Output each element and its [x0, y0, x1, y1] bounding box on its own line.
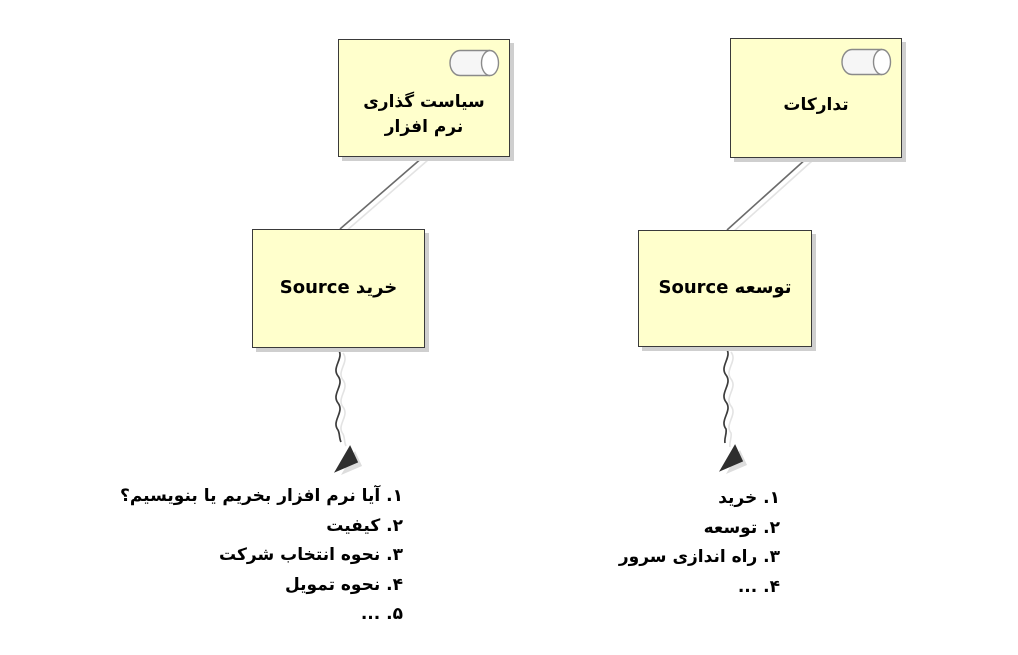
- node-buy-source[interactable]: خرید Source: [252, 229, 425, 348]
- list-item: ۳. راه اندازی سرور: [618, 547, 780, 567]
- node-develop-source[interactable]: توسعه Source: [638, 230, 812, 347]
- wavy-arrow-left: [333, 348, 359, 473]
- arrowhead-left: [333, 445, 359, 473]
- node-label-line2: نرم افزار: [384, 117, 464, 137]
- list-item: ۵. ...: [360, 604, 403, 624]
- node-software-policy[interactable]: سیاست گذاری نرم افزار: [338, 39, 510, 157]
- annotation-list-develop: ۱. خرید ۲. توسعه ۳. راه اندازی سرور ۴. .…: [619, 484, 780, 602]
- list-item: ۲. کیفیت: [326, 515, 403, 536]
- node-label: خرید Source: [279, 277, 398, 299]
- node-label: تدارکات: [783, 94, 849, 115]
- list-item: ۴. نحوه تمویل: [284, 574, 403, 595]
- connector-procurement-develop: [726, 157, 808, 231]
- node-label-line1: سیاست گذاری: [363, 92, 485, 113]
- list-item: ۲. توسعه: [703, 517, 780, 538]
- wavy-arrow-right: [718, 347, 744, 472]
- cylinder-icon: [449, 49, 500, 77]
- arrowhead-right: [718, 444, 744, 472]
- list-item: ۳. نحوه انتخاب شرکت: [219, 545, 403, 565]
- node-label: توسعه Source: [658, 277, 792, 299]
- list-item: ۴. ...: [737, 576, 780, 597]
- list-item: ۱. خرید: [718, 488, 780, 508]
- annotation-list-buy: ۱. آیا نرم افزار بخریم یا بنویسیم؟ ۲. کی…: [120, 482, 403, 630]
- list-item: ۱. آیا نرم افزار بخریم یا بنویسیم؟: [119, 486, 403, 506]
- connector-lines: [339, 156, 808, 231]
- cylinder-icon: [841, 48, 892, 76]
- node-procurement[interactable]: تدارکات: [730, 38, 902, 158]
- connector-policy-buy: [339, 156, 424, 230]
- node-label: سیاست گذاری نرم افزار: [363, 90, 485, 139]
